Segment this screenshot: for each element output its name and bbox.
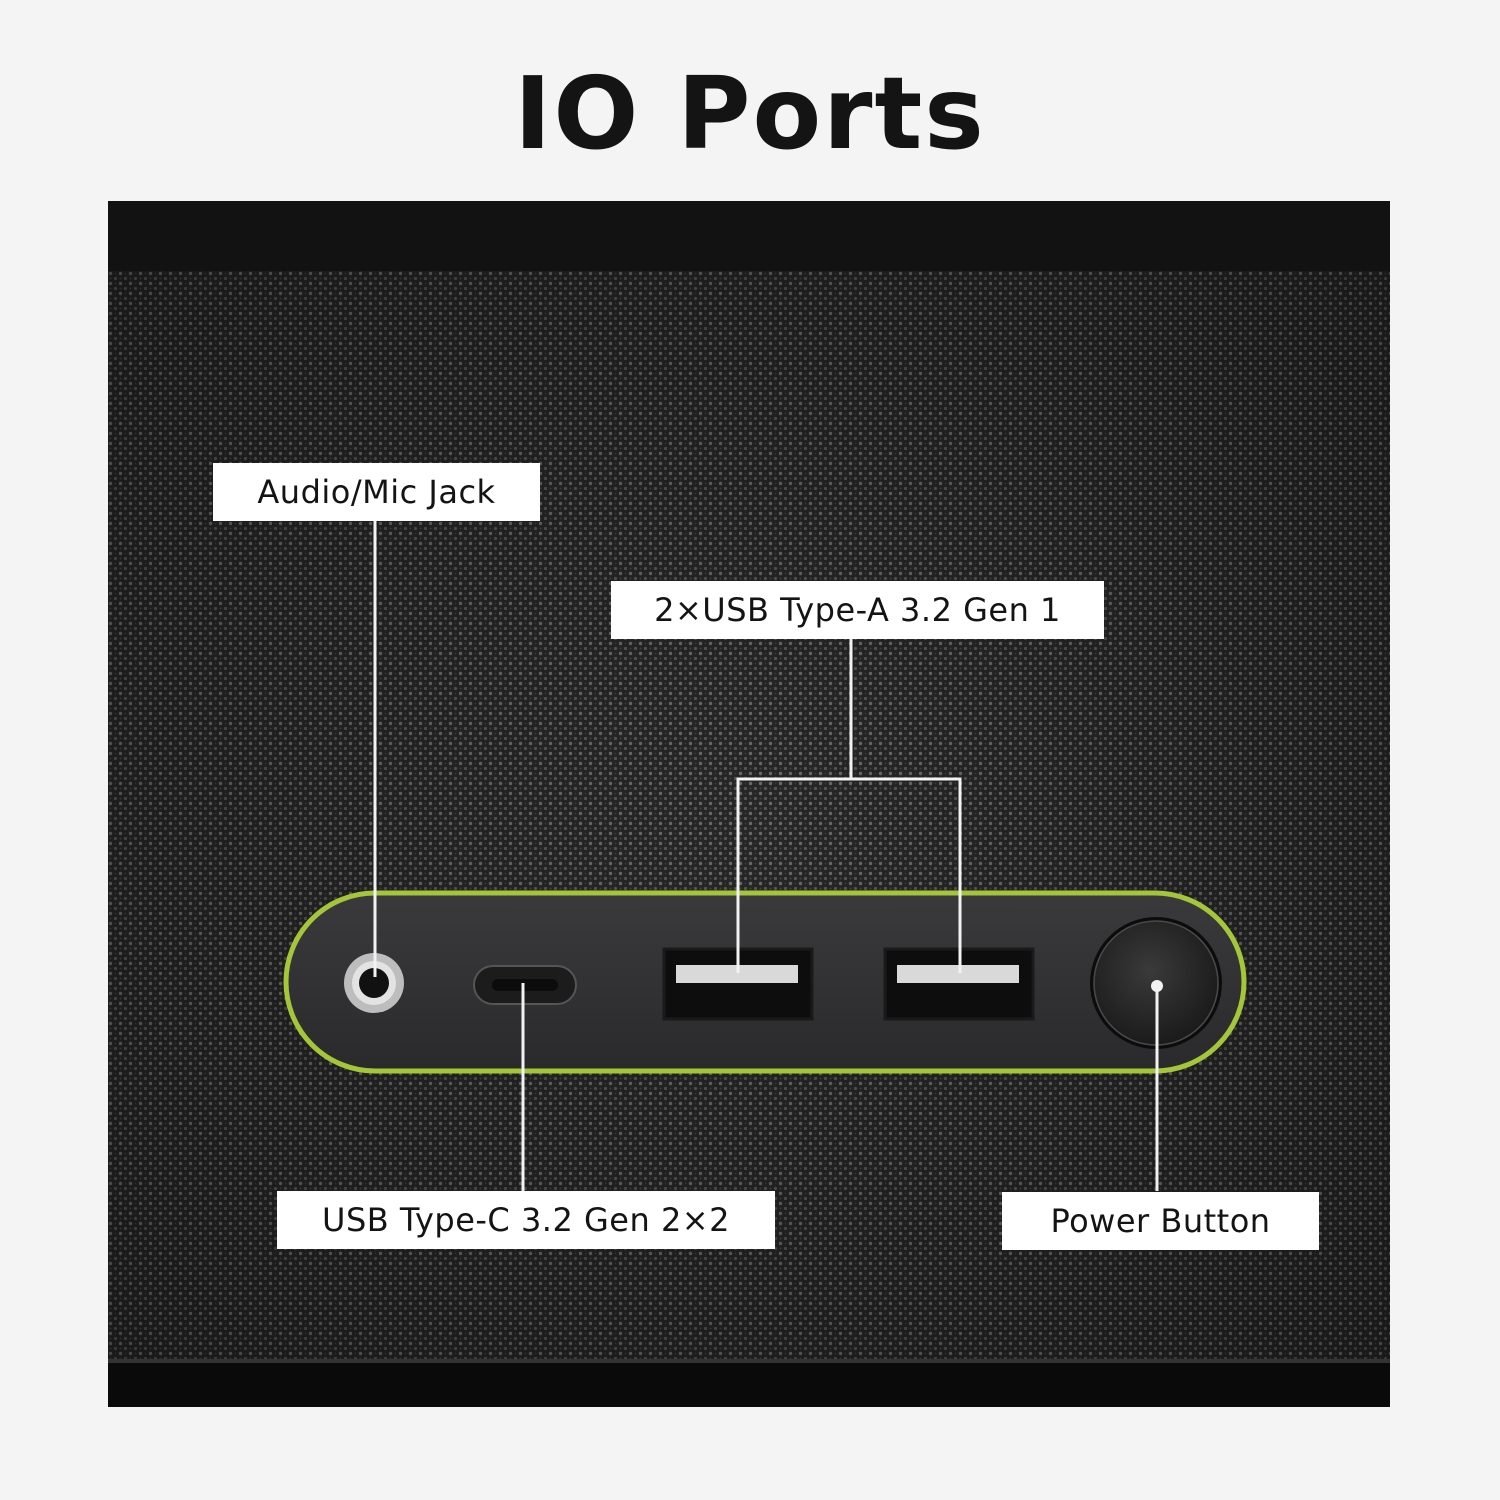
audio-jack-label: Audio/Mic Jack xyxy=(213,463,540,521)
audio-jack-port xyxy=(344,953,404,1013)
bottom-bezel xyxy=(108,1361,1390,1407)
usb-a-port-1 xyxy=(662,947,814,1021)
power-button-label: Power Button xyxy=(1002,1192,1319,1250)
usb-a-label: 2×USB Type-A 3.2 Gen 1 xyxy=(611,581,1104,639)
leader-lines xyxy=(373,520,1159,1191)
top-bezel xyxy=(108,201,1390,271)
usb-c-label: USB Type-C 3.2 Gen 2×2 xyxy=(277,1191,775,1249)
product-photo xyxy=(108,201,1390,1407)
usb-c-port xyxy=(473,965,577,1005)
page-title: IO Ports xyxy=(514,55,986,172)
io-port-panel xyxy=(283,890,1247,1074)
usba-bracket xyxy=(736,777,962,973)
